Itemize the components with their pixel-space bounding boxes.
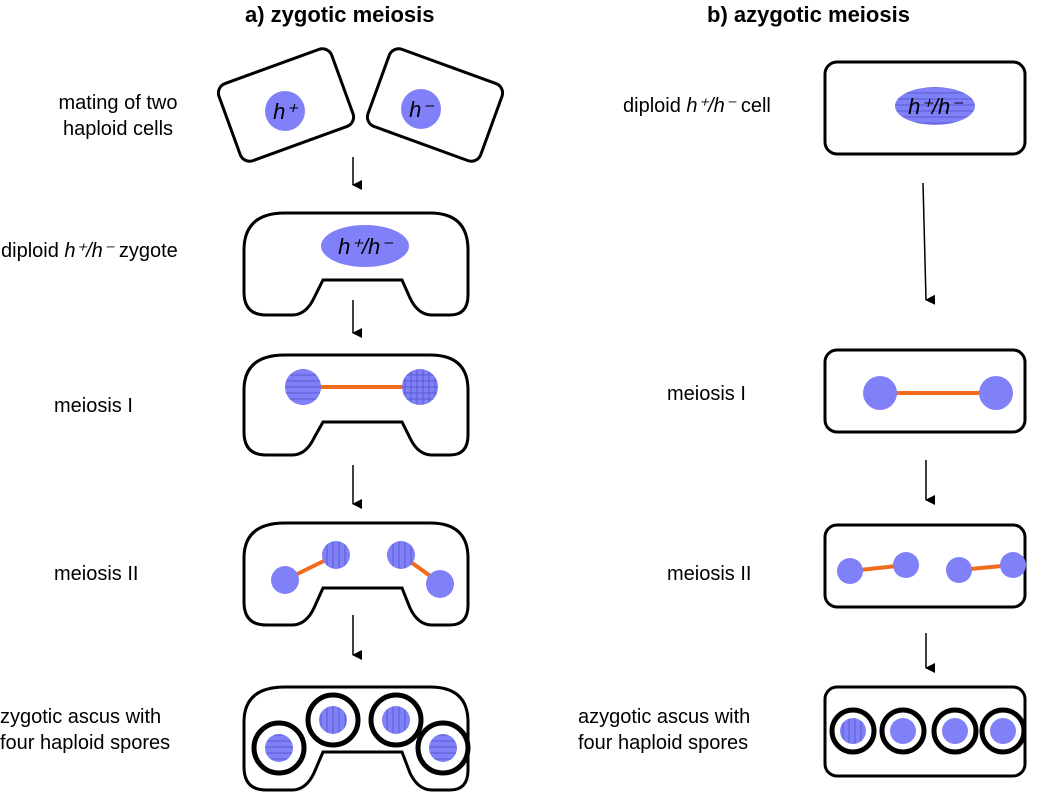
- meiosis1-zygote-cell: [242, 353, 470, 457]
- nucleus-minus-label: h⁻: [409, 97, 435, 122]
- nucleus-meiosis2-left-4: [426, 570, 454, 598]
- nucleus-meiosis2-left-1: [271, 566, 299, 594]
- spore-nucleus-left-4: [429, 734, 457, 762]
- azygotic-ascus: [823, 685, 1027, 778]
- label-ascus-left-line2: four haploid spores: [0, 732, 171, 754]
- label-meiosis1-right: meiosis I: [667, 383, 746, 405]
- title-azygotic: b) azygotic meiosis: [707, 2, 910, 27]
- arrow-right-1: [922, 182, 936, 305]
- haploid-cell-plus: h⁺: [216, 47, 356, 163]
- nucleus-meiosis2-right-1: [837, 558, 863, 584]
- meiosis1-azygotic-cell: [823, 348, 1027, 434]
- meiosis2-zygote-cell: [242, 521, 470, 627]
- nucleus-minus: [401, 89, 441, 129]
- label-zygote-pre: diploid: [1, 240, 65, 262]
- nucleus-meiosis2-right-2: [893, 552, 919, 578]
- spore-nucleus-left-3: [265, 734, 293, 762]
- nucleus-meiosis2-right-3: [946, 557, 972, 583]
- meiosis2-azygotic-cell: [823, 523, 1027, 609]
- diploid-nucleus-cell: [895, 87, 975, 125]
- label-zygote-genotype: h⁺/h⁻: [64, 240, 114, 262]
- label-meiosis2-left: meiosis II: [54, 563, 139, 585]
- label-ascus-right-line1: azygotic ascus with: [578, 706, 751, 728]
- spore-nucleus-right-4: [990, 718, 1016, 744]
- zygote-cell: h⁺/h⁻: [242, 211, 470, 317]
- label-mating: mating of two haploid cells: [18, 90, 218, 142]
- diploid-nucleus-zygote-label: h⁺/h⁻: [338, 234, 394, 259]
- haploid-cell-minus: h⁻: [365, 47, 505, 163]
- label-cell-pre: diploid: [623, 95, 687, 117]
- nucleus-plus-label: h⁺: [273, 99, 299, 124]
- spore-nucleus-left-1: [319, 706, 347, 734]
- label-ascus-left: zygotic ascus with four haploid spores: [0, 704, 230, 756]
- diploid-nucleus-zygote: [321, 225, 409, 267]
- label-mating-line1: mating of two: [58, 92, 178, 114]
- nucleus-meiosis1-right-b: [979, 376, 1013, 410]
- nucleus-plus: [265, 91, 305, 131]
- nucleus-meiosis1-left-b: [402, 369, 438, 405]
- diploid-cell: h⁺/h⁻: [823, 60, 1027, 156]
- label-cell-post: cell: [735, 95, 771, 117]
- label-zygote-post: zygote: [113, 240, 178, 262]
- label-zygote: diploid h⁺/h⁻ zygote: [1, 238, 178, 264]
- nucleus-meiosis2-left-2: [322, 541, 350, 569]
- nucleus-meiosis2-left-3: [387, 541, 415, 569]
- label-mating-line2: haploid cells: [62, 118, 174, 140]
- nucleus-meiosis2-right-4: [1000, 552, 1026, 578]
- label-ascus-left-line1: zygotic ascus with: [0, 706, 162, 728]
- label-meiosis1-left: meiosis I: [54, 395, 133, 417]
- label-cell-genotype: h⁺/h⁻: [686, 95, 736, 117]
- zygotic-ascus: [242, 685, 471, 792]
- label-cell: diploid h⁺/h⁻ cell: [623, 93, 771, 119]
- title-zygotic: a) zygotic meiosis: [245, 2, 435, 27]
- spore-nucleus-left-2: [382, 706, 410, 734]
- label-meiosis2-right: meiosis II: [667, 563, 752, 585]
- spore-nucleus-right-1: [840, 718, 866, 744]
- spore-nucleus-right-3: [942, 718, 968, 744]
- nucleus-meiosis1-left-a: [285, 369, 321, 405]
- nucleus-meiosis1-right-a: [863, 376, 897, 410]
- label-ascus-right: azygotic ascus with four haploid spores: [578, 704, 808, 756]
- label-ascus-right-line2: four haploid spores: [578, 732, 749, 754]
- spore-nucleus-right-2: [890, 718, 916, 744]
- diploid-nucleus-cell-label: h⁺/h⁻: [908, 94, 964, 119]
